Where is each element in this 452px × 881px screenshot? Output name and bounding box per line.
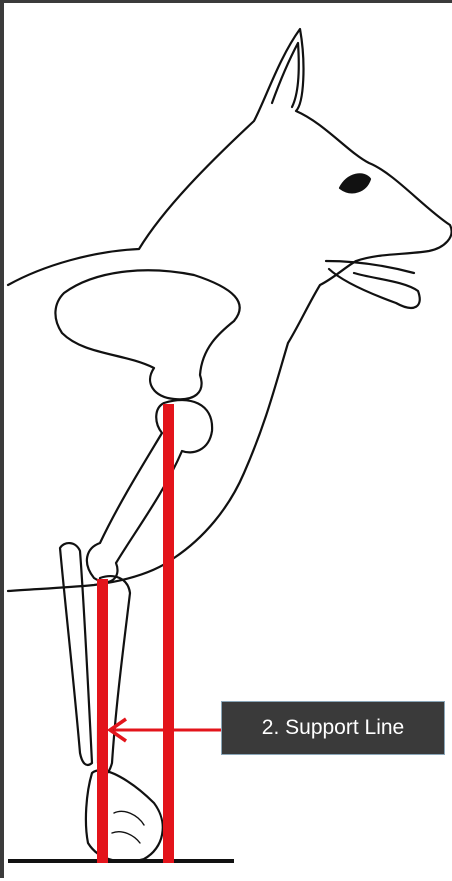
humerus — [87, 400, 212, 582]
mouth-line — [326, 261, 414, 273]
tongue — [329, 269, 420, 308]
red-support-line-rear — [163, 404, 174, 863]
paw-detail — [112, 811, 144, 843]
ulna — [60, 543, 92, 765]
dog-head-outline — [8, 29, 452, 591]
eye — [340, 174, 370, 192]
callout-label: 2. Support Line — [262, 716, 404, 740]
support-line-callout: 2. Support Line — [221, 701, 445, 755]
red-support-line-front — [97, 579, 108, 863]
scapula — [55, 270, 239, 399]
